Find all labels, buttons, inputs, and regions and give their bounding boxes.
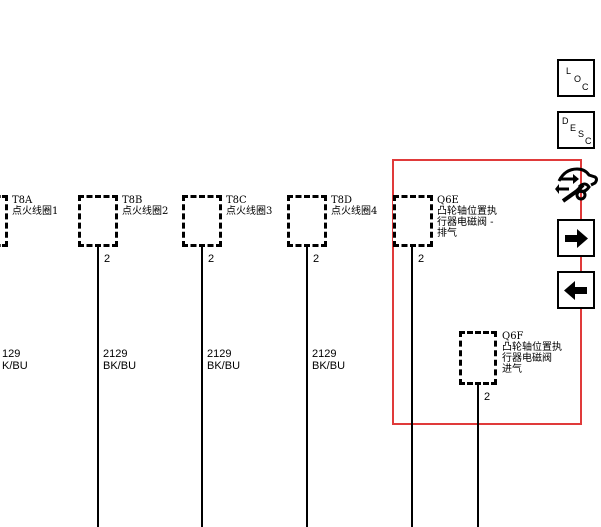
connector-q6f[interactable] [459,331,497,385]
wire-t8a-number: 129 [2,348,21,360]
connector-q6f-desc: 凸轮轴位置执 行器电磁阀 进气 [502,342,562,375]
connector-t8c-pin: 2 [208,253,215,265]
arrow-right-icon [565,229,588,248]
connector-q6e-pin: 2 [418,253,425,265]
loc-letter-c: C [582,82,589,92]
connector-q6e-desc: 凸轮轴位置执 行器电磁阀 - 排气 [437,206,497,239]
vehicle-tool-icon[interactable] [555,163,599,209]
arrow-left-icon [564,281,587,300]
connector-t8a-desc: 点火线圈1 [12,206,59,217]
wire-q6f [477,385,479,527]
connector-q6f-pin: 2 [484,391,491,403]
wire-t8b [97,247,99,527]
connector-q6e[interactable] [393,195,433,247]
desc-button[interactable]: D E S C [557,111,595,149]
wire-t8d-number: 2129 [312,348,337,360]
connector-t8c-id: T8C [226,195,247,206]
connector-t8d-id: T8D [331,195,353,206]
connector-q6e-id: Q6E [437,195,459,206]
connector-q6f-id: Q6F [502,331,524,342]
connector-t8c-desc: 点火线圈3 [226,206,273,217]
arrow-left-button[interactable] [557,271,595,309]
wire-t8a-color: K/BU [2,360,28,372]
connector-t8b[interactable] [78,195,118,247]
wire-t8c-color: BK/BU [207,360,241,372]
wire-t8c-number: 2129 [207,348,232,360]
loc-letter-l: L [566,66,572,76]
wire-t8b-color: BK/BU [103,360,137,372]
desc-letter-c: C [585,136,592,146]
connector-t8d[interactable] [287,195,327,247]
wire-q6e [411,247,413,527]
arrow-right-button[interactable] [557,219,595,257]
connector-t8b-desc: 点火线圈2 [122,206,169,217]
connector-t8d-pin: 2 [313,253,320,265]
connector-t8b-pin: 2 [104,253,111,265]
desc-letter-s: S [578,129,585,139]
wire-t8d [306,247,308,527]
loc-button[interactable]: L O C [557,59,595,97]
wire-t8c [201,247,203,527]
connector-t8b-id: T8B [122,195,143,206]
connector-t8c[interactable] [182,195,222,247]
connector-t8a[interactable] [0,195,8,247]
loc-letter-o: O [574,74,582,84]
connector-t8a-id: T8A [12,195,33,206]
connector-t8d-desc: 点火线圈4 [331,206,378,217]
wire-t8b-number: 2129 [103,348,128,360]
wire-t8d-color: BK/BU [312,360,346,372]
desc-letter-e: E [570,123,577,133]
desc-letter-d: D [562,116,569,126]
